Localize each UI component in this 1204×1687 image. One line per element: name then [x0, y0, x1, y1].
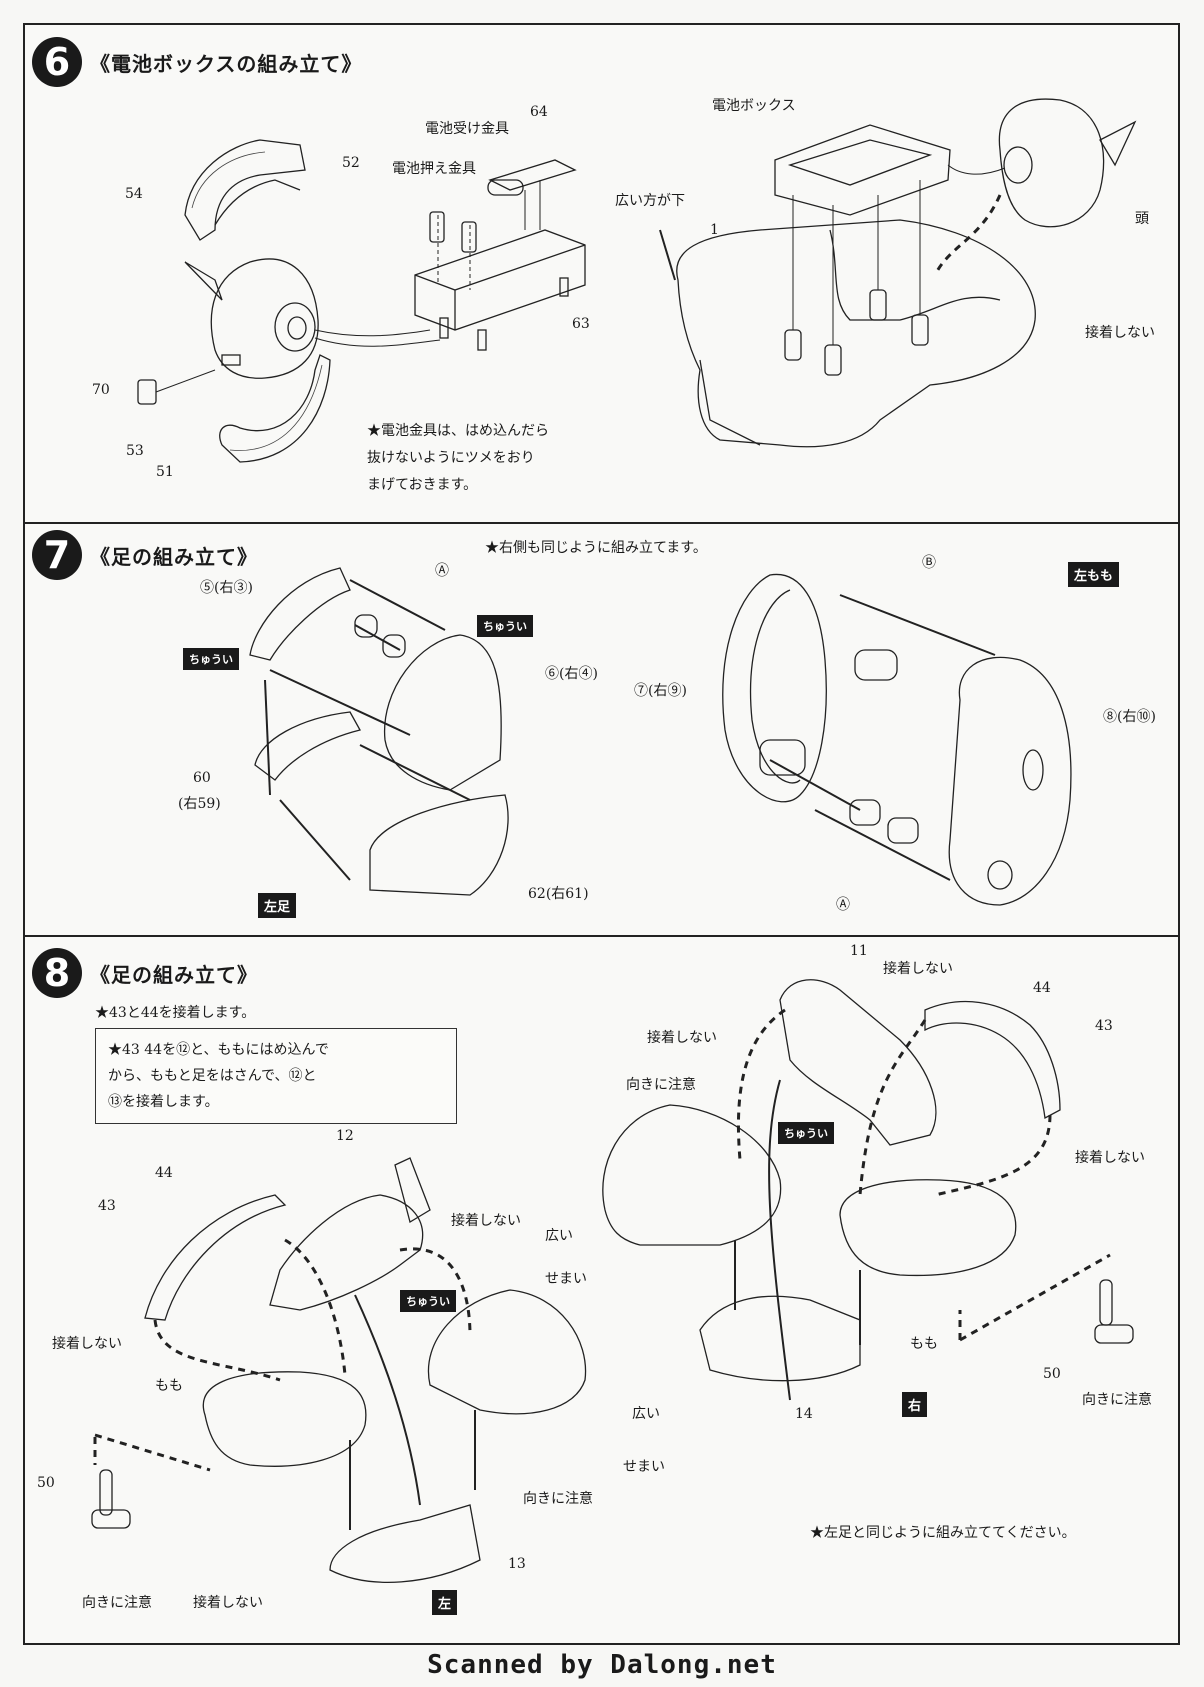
label-orientation-3: 向きに注意	[523, 1491, 593, 1507]
label-battery-receiver: 電池受け金具	[425, 121, 509, 137]
step6-battery-base	[414, 159, 586, 351]
step6-note-line-2: 抜けないようにツメをおり	[367, 450, 535, 466]
step8-right-assembly	[602, 979, 1134, 1401]
tag-left-thigh: 左もも	[1068, 562, 1120, 587]
step7-number: 7	[32, 530, 82, 580]
part-43-left: 43	[98, 1198, 116, 1214]
label-no-glue-8d: 接着しない	[451, 1213, 521, 1229]
section-divider-2	[23, 935, 1180, 937]
part-13: 13	[508, 1556, 526, 1572]
label-no-glue-8a: 接着しない	[883, 961, 953, 977]
part-14: 14	[795, 1406, 813, 1422]
tag-left: 左	[432, 1590, 458, 1615]
step6-battery-box-body	[659, 98, 1137, 448]
part-64: 64	[530, 104, 548, 120]
step8-box-line-3: ⑬を接着します。	[108, 1094, 219, 1110]
part-63: 63	[572, 316, 590, 332]
part-54: 54	[125, 186, 143, 202]
part-51: 51	[156, 464, 174, 480]
label-wide-2: 広い	[632, 1406, 660, 1422]
label-thigh-right: もも	[910, 1336, 938, 1352]
part-52: 52	[342, 155, 360, 171]
caution-tag-right-8: ちゅうい	[778, 1122, 834, 1144]
step6-note-line-1: ★電池金具は、はめ込んだら	[367, 423, 549, 439]
marker-a-bottom: Ⓐ	[836, 897, 850, 913]
part-12: 12	[336, 1128, 354, 1144]
label-no-glue-8f: 接着しない	[193, 1595, 263, 1611]
step6-note: ★電池金具は、はめ込んだら 抜けないようにツメをおり まげておきます。	[367, 418, 549, 499]
step6-hose-parts	[184, 139, 331, 463]
part-7-right-9: ⑦(右⑨)	[634, 683, 687, 699]
step8-number: 8	[32, 948, 82, 998]
label-narrow-2: せまい	[623, 1459, 665, 1475]
step8-left-assembly	[91, 1157, 587, 1583]
step8-box-line-1: ★43 44を⑫と、ももにはめ込んで	[108, 1042, 329, 1058]
step7-header: 7 《足の組み立て》	[32, 530, 258, 580]
label-wide-1: 広い	[545, 1228, 573, 1244]
label-narrow-1: せまい	[545, 1271, 587, 1287]
step8-header: 8 《足の組み立て》	[32, 948, 258, 998]
marker-b: Ⓑ	[922, 555, 936, 571]
step6-header: 6 《電池ボックスの組み立て》	[32, 37, 362, 87]
marker-a-top: Ⓐ	[435, 563, 449, 579]
step7-left-leg	[249, 567, 509, 896]
part-43-right: 43	[1095, 1018, 1113, 1034]
label-orientation-1: 向きに注意	[626, 1077, 696, 1093]
step6-number: 6	[32, 37, 82, 87]
step7-left-thigh	[722, 573, 1072, 906]
tag-left-foot: 左足	[258, 893, 297, 918]
label-battery-box: 電池ボックス	[712, 98, 796, 114]
part-60: 60	[193, 770, 211, 786]
step6-note-line-3: まげておきます。	[367, 477, 478, 493]
part-6-right-4: ⑥(右④)	[545, 666, 598, 682]
label-no-glue-6: 接着しない	[1085, 325, 1155, 341]
label-head: 頭	[1135, 211, 1149, 227]
label-orientation-4: 向きに注意	[82, 1595, 152, 1611]
label-thigh-left: もも	[155, 1378, 183, 1394]
caution-tag-left: ちゅうい	[183, 648, 239, 670]
caution-tag-left-8: ちゅうい	[400, 1290, 456, 1312]
step8-box-line-2: から、ももと足をはさんで、⑫と	[108, 1068, 317, 1084]
part-8-right-10: ⑧(右⑩)	[1103, 709, 1156, 725]
step8-title: 《足の組み立て》	[90, 962, 258, 987]
step8-note-glue-43-44: ★43と44を接着します。	[95, 1005, 256, 1021]
part-50-left: 50	[37, 1475, 55, 1491]
label-no-glue-8e: 接着しない	[52, 1336, 122, 1352]
part-62-right-61: 62(右61)	[528, 886, 589, 902]
step6-head-unit	[137, 258, 441, 405]
part-70: 70	[92, 382, 110, 398]
step7-title: 《足の組み立て》	[90, 544, 258, 569]
part-50-right: 50	[1043, 1366, 1061, 1382]
part-44-left: 44	[155, 1165, 173, 1181]
part-1: 1	[710, 222, 719, 238]
step6-title: 《電池ボックスの組み立て》	[90, 51, 363, 76]
step8-boxed-note: ★43 44を⑫と、ももにはめ込んで から、ももと足をはさんで、⑫と ⑬を接着し…	[95, 1028, 457, 1124]
label-no-glue-8b: 接着しない	[647, 1030, 717, 1046]
label-wide-side-down: 広い方が下	[615, 193, 685, 209]
scan-credit: Scanned by Dalong.net	[427, 1650, 777, 1680]
label-battery-holder: 電池押え金具	[392, 161, 476, 177]
part-right-59: (右59)	[178, 796, 221, 812]
part-44-right: 44	[1033, 980, 1051, 996]
label-no-glue-8c: 接着しない	[1075, 1150, 1145, 1166]
step7-note: ★右側も同じように組み立てます。	[485, 540, 707, 556]
step8-note-right: ★左足と同じように組み立ててください。	[810, 1525, 1076, 1541]
caution-tag-right: ちゅうい	[477, 615, 533, 637]
part-5-right-3: ⑤(右③)	[200, 580, 253, 596]
label-orientation-2: 向きに注意	[1082, 1392, 1152, 1408]
part-53: 53	[126, 443, 144, 459]
part-11: 11	[850, 943, 868, 959]
section-divider-1	[23, 522, 1180, 524]
tag-right: 右	[902, 1392, 928, 1417]
